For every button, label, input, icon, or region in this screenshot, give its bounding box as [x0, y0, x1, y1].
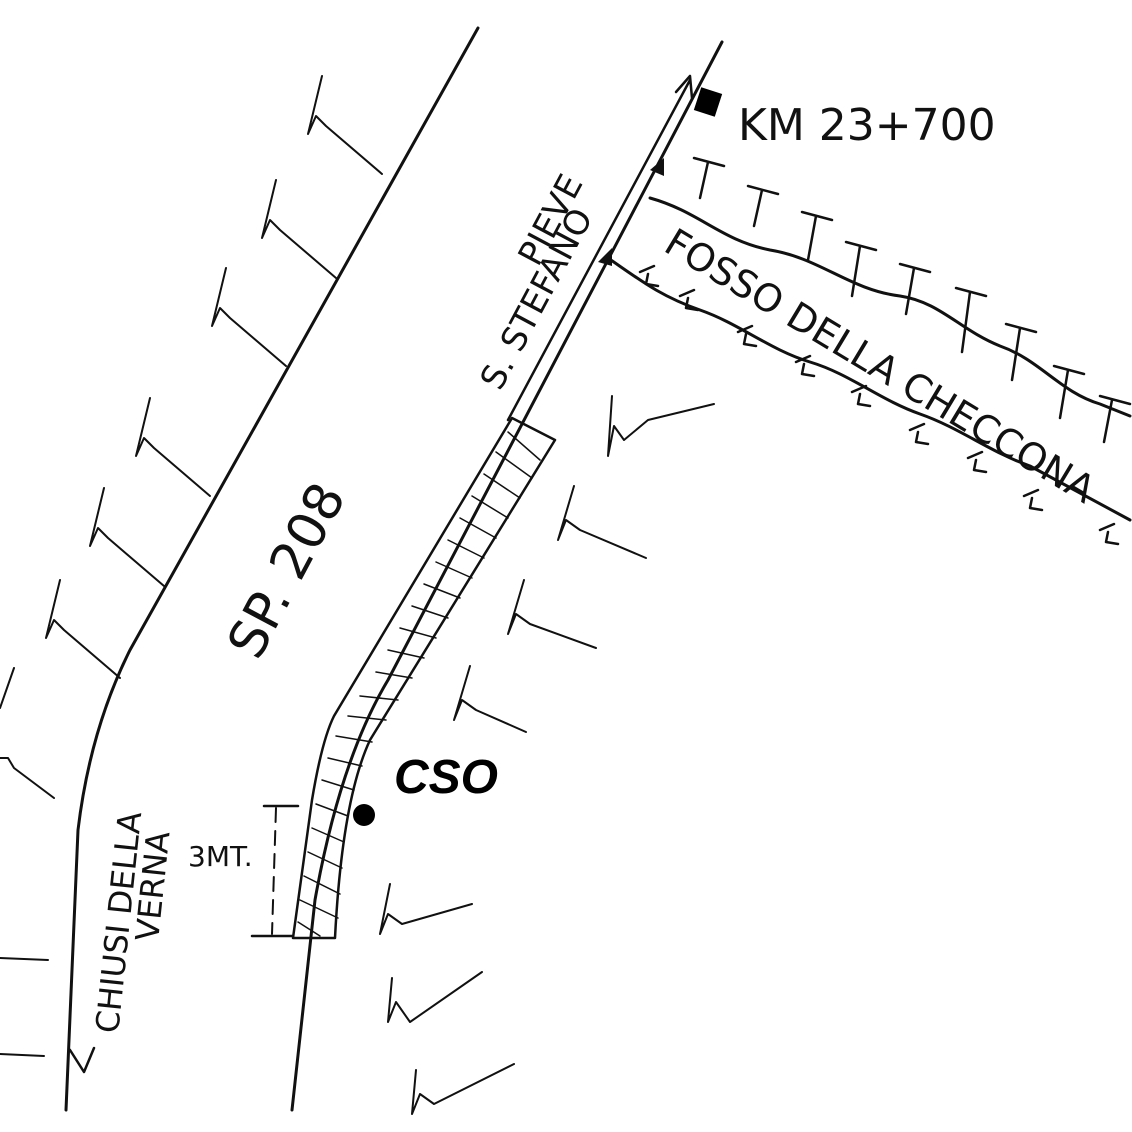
- south-arrow-head-icon: [68, 1046, 96, 1074]
- small-marker-icon-2: [598, 248, 612, 266]
- slope-symbols-west: [0, 75, 383, 1057]
- cso-label: CSO: [394, 751, 498, 804]
- dimension-label: 3MT.: [188, 840, 253, 873]
- cso-point-marker: [353, 804, 375, 826]
- road-east-edge: [290, 40, 724, 1112]
- hatched-area-outline: [291, 416, 557, 940]
- stream-fosso-della-checcona: [606, 196, 1132, 546]
- road-name-label-group: SP. 208: [217, 473, 359, 668]
- north-arrow-head-icon: [674, 74, 694, 100]
- stream-bank-symbols: [638, 264, 1120, 546]
- slope-symbols-east: [379, 395, 715, 1115]
- hatched-work-area: [291, 416, 557, 940]
- dimension-line: [271, 807, 277, 935]
- hatch-lines: [297, 431, 541, 937]
- small-marker-icon: [650, 158, 664, 176]
- embankment-symbols-north: [692, 156, 1132, 444]
- road-west-edge: [64, 26, 480, 1112]
- km-marker-label: KM 23+700: [738, 100, 996, 151]
- stream-north-bank: [648, 196, 1132, 418]
- north-direction-line: [506, 78, 692, 422]
- km-marker-icon: [693, 87, 723, 117]
- road-name-label: SP. 208: [217, 473, 359, 668]
- dimension-3mt: [250, 804, 300, 938]
- road-sp208: [64, 26, 724, 1112]
- stream-south-bank: [606, 256, 1132, 522]
